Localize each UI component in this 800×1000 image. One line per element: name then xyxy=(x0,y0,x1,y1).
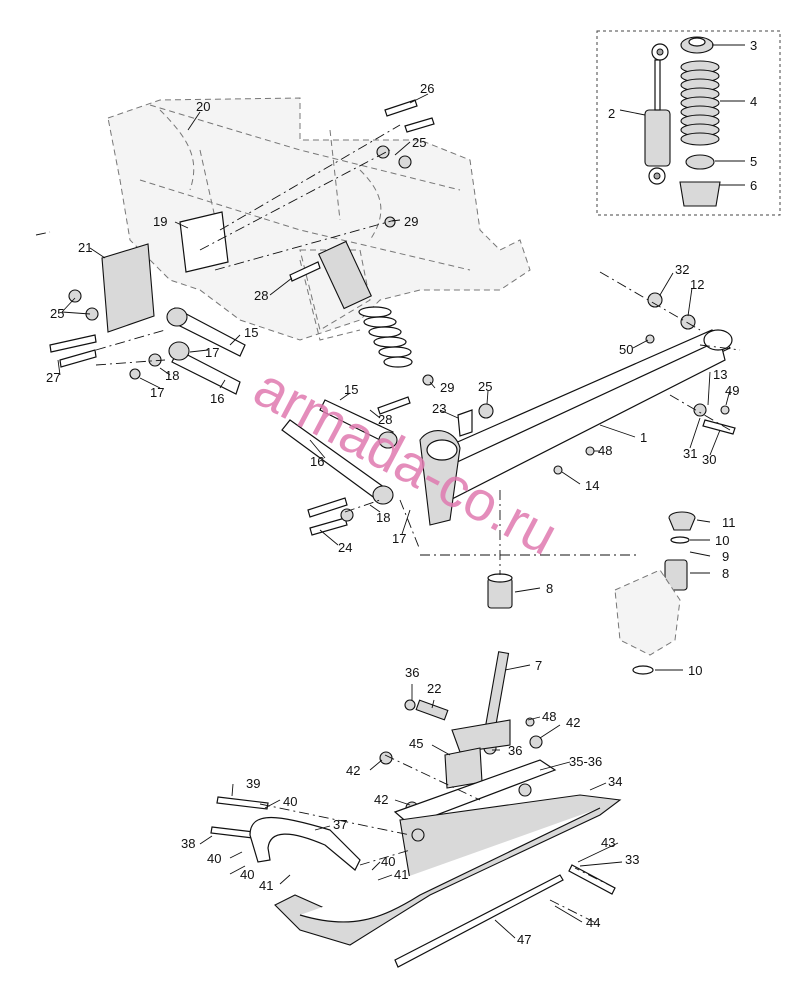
callout-36-lower: 36 xyxy=(508,743,522,758)
callout-24: 24 xyxy=(338,540,352,555)
callout-40-d: 40 xyxy=(381,854,395,869)
callout-18-b: 18 xyxy=(376,510,390,525)
callout-14: 14 xyxy=(585,478,599,493)
callout-32: 32 xyxy=(675,262,689,277)
bracket-21 xyxy=(101,243,155,333)
chassis-frame xyxy=(107,97,531,341)
callout-39: 39 xyxy=(246,776,260,791)
callout-29-lower: 29 xyxy=(440,380,454,395)
a-arm xyxy=(419,329,733,526)
callout-22: 22 xyxy=(427,681,441,696)
callout-12: 12 xyxy=(690,277,704,292)
callout-13: 13 xyxy=(713,367,727,382)
callout-6: 6 xyxy=(750,178,757,193)
callout-31: 31 xyxy=(683,446,697,461)
callout-40-a: 40 xyxy=(283,794,297,809)
shock-absorber-assembly xyxy=(644,36,721,207)
bracket-23 xyxy=(457,409,473,437)
callout-42-c: 42 xyxy=(374,792,388,807)
callout-17-c: 17 xyxy=(392,531,406,546)
callout-42-a: 42 xyxy=(566,715,580,730)
callout-25-left: 25 xyxy=(50,306,64,321)
inset-frame xyxy=(596,30,781,216)
callout-9: 9 xyxy=(722,549,729,564)
callout-25-center: 25 xyxy=(478,379,492,394)
callout-17-b: 17 xyxy=(150,385,164,400)
callout-19: 19 xyxy=(153,214,167,229)
callout-44: 44 xyxy=(586,915,600,930)
callout-1: 1 xyxy=(640,430,647,445)
callout-48-upper: 48 xyxy=(598,443,612,458)
callout-numbers: 1 2 3 4 5 6 7 8 8 9 10 10 11 12 13 14 15… xyxy=(46,38,757,947)
callout-11: 11 xyxy=(722,515,736,530)
callout-10-upper: 10 xyxy=(715,533,729,548)
callout-34: 34 xyxy=(608,774,622,789)
callout-leaders xyxy=(57,44,745,939)
callout-27: 27 xyxy=(46,370,60,385)
callout-42-b: 42 xyxy=(346,763,360,778)
callout-7: 7 xyxy=(535,658,542,673)
callout-37: 37 xyxy=(333,817,347,832)
callout-16-left: 16 xyxy=(210,391,224,406)
callout-41-b: 41 xyxy=(394,867,408,882)
callout-15-lower: 15 xyxy=(344,382,358,397)
callout-4: 4 xyxy=(750,94,757,109)
callout-47: 47 xyxy=(517,932,531,947)
callout-40-c: 40 xyxy=(240,867,254,882)
callout-35-36: 35-36 xyxy=(569,754,602,769)
callout-10-lower: 10 xyxy=(688,663,702,678)
callout-25-frame: 25 xyxy=(412,135,426,150)
callout-41-a: 41 xyxy=(259,878,273,893)
ski-assembly xyxy=(249,759,622,968)
callout-5: 5 xyxy=(750,154,757,169)
callout-2: 2 xyxy=(608,106,615,121)
callout-28-upper: 28 xyxy=(254,288,268,303)
callout-3: 3 xyxy=(750,38,757,53)
callout-29-upper: 29 xyxy=(404,214,418,229)
callout-23: 23 xyxy=(432,401,446,416)
callout-40-b: 40 xyxy=(207,851,221,866)
callout-21: 21 xyxy=(78,240,92,255)
hardware-bolts xyxy=(49,99,736,895)
bracket-19 xyxy=(179,211,229,273)
callout-45: 45 xyxy=(409,736,423,751)
callout-17-a: 17 xyxy=(205,345,219,360)
callout-8-upper: 8 xyxy=(546,581,553,596)
callout-49: 49 xyxy=(725,383,739,398)
callout-38: 38 xyxy=(181,836,195,851)
spindle-parts xyxy=(415,511,696,789)
callout-30: 30 xyxy=(702,452,716,467)
callout-48-lower: 48 xyxy=(542,709,556,724)
shock-coil xyxy=(317,240,413,368)
assembly-lines xyxy=(35,124,741,926)
callout-8-lower: 8 xyxy=(722,566,729,581)
callout-15-upper: 15 xyxy=(244,325,258,340)
callout-18-a: 18 xyxy=(165,368,179,383)
callout-16-right: 16 xyxy=(310,454,324,469)
callout-33: 33 xyxy=(625,852,639,867)
callout-26: 26 xyxy=(420,81,434,96)
callout-50: 50 xyxy=(619,342,633,357)
callout-20: 20 xyxy=(196,99,210,114)
suspension-links xyxy=(166,307,398,505)
callout-36-upper: 36 xyxy=(405,665,419,680)
callout-43: 43 xyxy=(601,835,615,850)
hardware-nuts xyxy=(68,145,730,815)
callout-28-lower: 28 xyxy=(378,412,392,427)
